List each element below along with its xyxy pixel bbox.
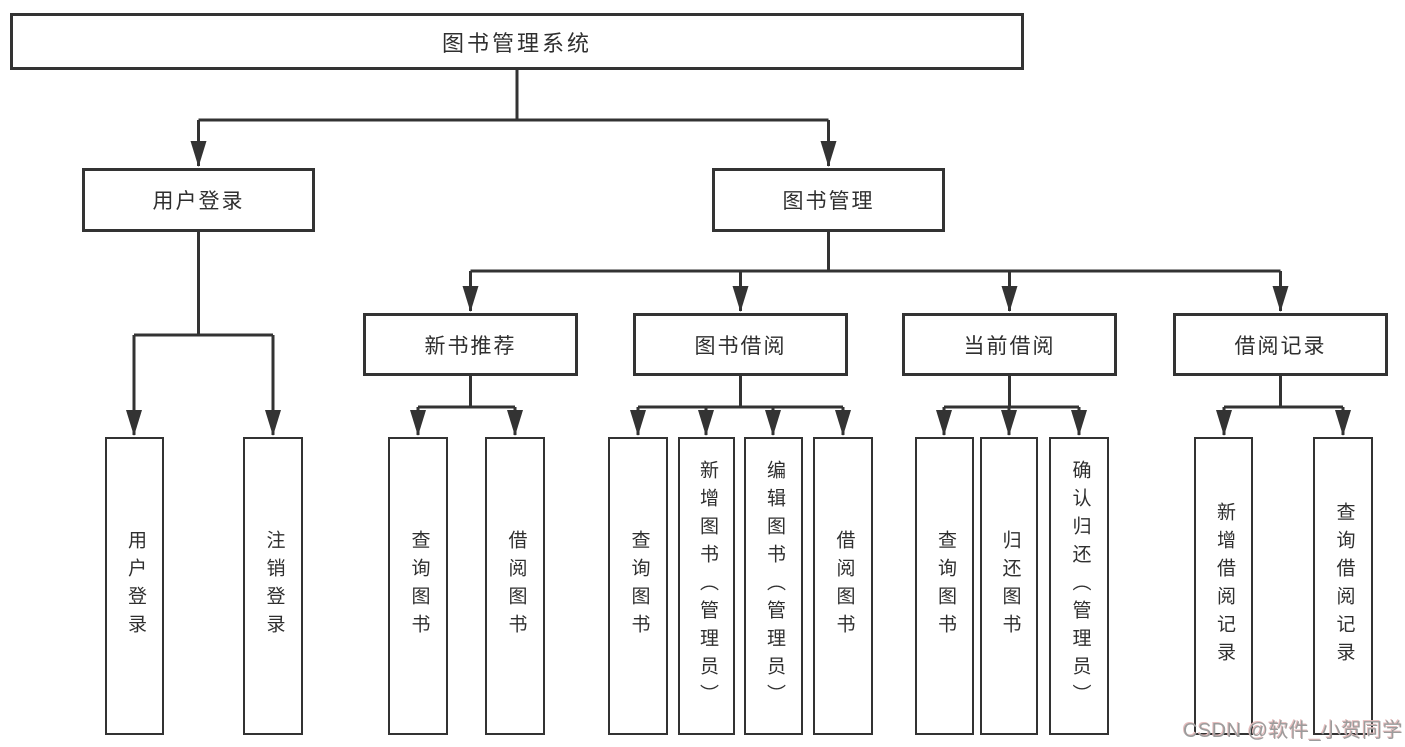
leaf-borrow-add-books-admin: 新增图书（管理员） — [678, 437, 735, 735]
leaf-recommend-query-books: 查询图书 — [388, 437, 448, 735]
leaf-borrow-edit-books-admin: 编辑图书（管理员） — [744, 437, 803, 735]
leaf-borrow-borrow-books: 借阅图书 — [813, 437, 873, 735]
leaf-borrow-query-books: 查询图书 — [608, 437, 668, 735]
leaf-current-confirm-return-admin: 确认归还（管理员） — [1049, 437, 1109, 735]
leaf-current-query-books: 查询图书 — [915, 437, 974, 735]
leaf-recommend-borrow-books: 借阅图书 — [485, 437, 545, 735]
leaf-user-login: 用户登录 — [105, 437, 164, 735]
node-book-management-branch: 图书管理 — [712, 168, 945, 232]
watermark: CSDN @软件_小贺同学 — [1183, 720, 1404, 742]
leaf-current-return-books: 归还图书 — [980, 437, 1038, 735]
leaf-logout: 注销登录 — [243, 437, 303, 735]
node-new-book-recommend: 新书推荐 — [363, 313, 578, 376]
leaf-records-query-record: 查询借阅记录 — [1313, 437, 1373, 735]
node-current-borrowing: 当前借阅 — [902, 313, 1117, 376]
node-library-management-system: 图书管理系统 — [10, 13, 1024, 70]
leaf-records-add-record: 新增借阅记录 — [1194, 437, 1253, 735]
node-user-login-branch: 用户登录 — [82, 168, 315, 232]
node-borrowing-records: 借阅记录 — [1173, 313, 1388, 376]
node-book-borrowing: 图书借阅 — [633, 313, 848, 376]
